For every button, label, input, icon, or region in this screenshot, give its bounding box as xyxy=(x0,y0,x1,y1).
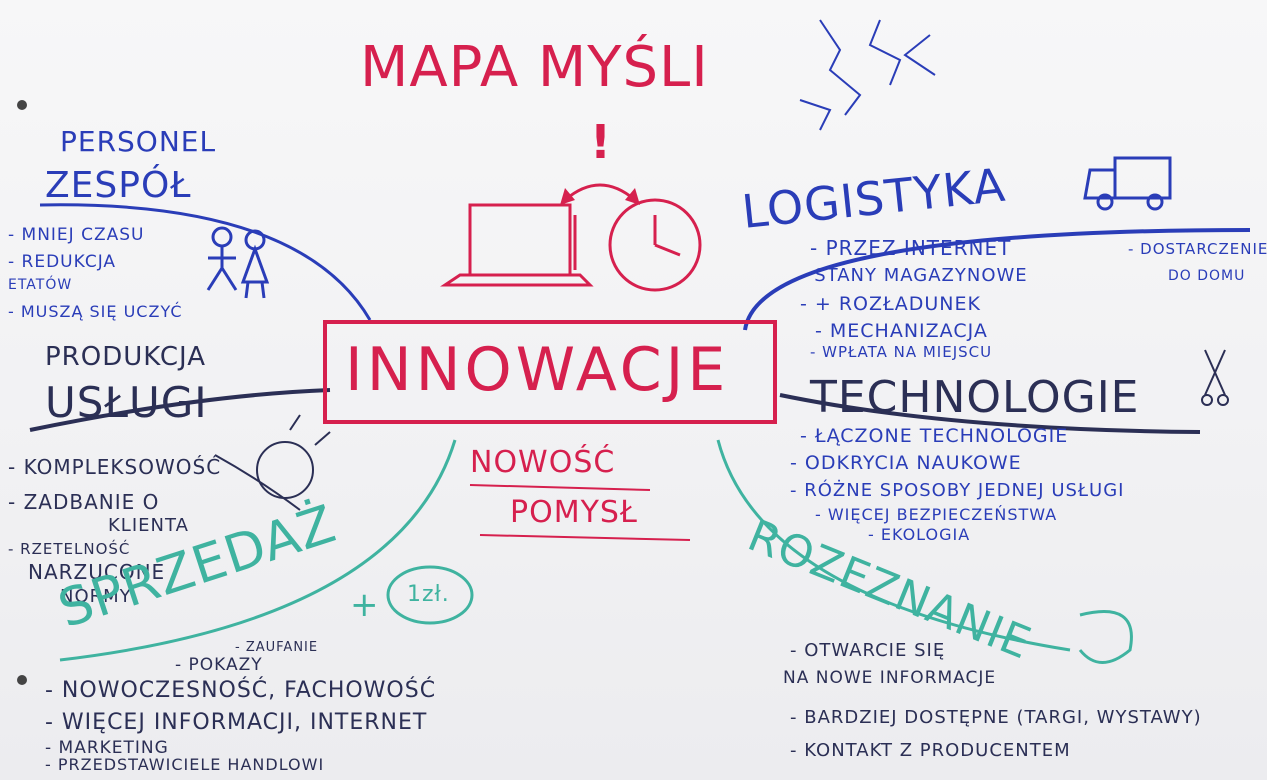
computer-icon xyxy=(440,203,594,287)
produkcja-item: KLIENTA xyxy=(108,515,189,536)
center-sub-pomysl: POMYSŁ xyxy=(510,495,638,530)
produkcja-item: NARZUCONE xyxy=(28,560,166,584)
technologie-item: - ODKRYCIA NAUKOWE xyxy=(790,452,1022,474)
logistyka-item: - MECHANIZACJA xyxy=(815,320,988,342)
technologie-item: - WIĘCEJ BEZPIECZEŃSTWA xyxy=(815,505,1058,524)
center-label: INNOWACJE xyxy=(345,335,730,405)
zespol-title: ZESPÓŁ xyxy=(45,165,192,206)
produkcja-item: NORMY xyxy=(60,586,132,607)
sprzedaz-item: - ZAUFANIE xyxy=(235,640,319,655)
uslugi-title: USŁUGI xyxy=(45,378,208,427)
sprzedaz-item: - PRZEDSTAWICIELE HANDLOWI xyxy=(45,755,325,774)
technologie-item: - RÓŻNE SPOSOBY JEDNEJ USŁUGI xyxy=(790,480,1125,501)
page-title: MAPA MYŚLI xyxy=(360,35,709,100)
center-exclaim: ! xyxy=(590,115,612,169)
clock-icon xyxy=(608,198,702,292)
rozeznanie-item: NA NOWE INFORMACJE xyxy=(783,668,997,688)
handshake-icon xyxy=(214,414,331,511)
swirl-icon xyxy=(1078,610,1133,664)
rozeznanie-item: - KONTAKT Z PRODUCENTEM xyxy=(790,740,1071,761)
personel-title: PERSONEL xyxy=(60,125,217,158)
technologie-item: - EKOLOGIA xyxy=(868,525,971,544)
center-sub-nowosc: NOWOŚĆ xyxy=(470,445,616,480)
produkcja-title: PRODUKCJA xyxy=(45,342,207,372)
technologie-title: TECHNOLOGIE xyxy=(810,372,1140,423)
technologie-item: - ŁĄCZONE TECHNOLOGIE xyxy=(800,425,1069,447)
logistyka-side-item: DO DOMU xyxy=(1168,268,1246,284)
personel-item: - REDUKCJA xyxy=(8,252,117,272)
sprzedaz-item: - MARKETING xyxy=(45,738,169,758)
sprzedaz-plus: + xyxy=(350,585,380,625)
coin-icon xyxy=(386,565,474,625)
sprzedaz-item: - WIĘCEJ INFORMACJI, INTERNET xyxy=(45,710,428,735)
logistyka-side-item: - DOSTARCZENIE xyxy=(1128,240,1267,258)
sprzedaz-item: - NOWOCZESNOŚĆ, FACHOWOŚĆ xyxy=(45,678,437,703)
logistyka-item: - WPŁATA NA MIEJSCU xyxy=(810,343,993,361)
rozeznanie-item: - BARDZIEJ DOSTĘPNE (TARGI, WYSTAWY) xyxy=(790,707,1202,728)
produkcja-item: - ZADBANIE O xyxy=(8,490,160,514)
sprzedaz-item: - POKAZY xyxy=(175,655,263,675)
lightning-doodle xyxy=(799,19,936,131)
truck-icon xyxy=(1083,156,1172,211)
people-icon xyxy=(206,226,270,299)
logistyka-item: - STANY MAGAZYNOWE xyxy=(800,265,1028,286)
produkcja-item: - KOMPLEKSOWOŚĆ xyxy=(8,455,222,479)
personel-item: - MUSZĄ SIĘ UCZYĆ xyxy=(8,302,183,321)
center-box xyxy=(323,320,777,424)
personel-item: ETATÓW xyxy=(8,277,73,293)
produkcja-item: - RZETELNOŚĆ xyxy=(8,540,131,558)
logistyka-item: - + ROZŁADUNEK xyxy=(800,293,981,315)
rozeznanie-item: - OTWARCIE SIĘ xyxy=(790,640,946,661)
personel-item: - MNIEJ CZASU xyxy=(8,225,145,245)
scissors-icon xyxy=(1201,349,1229,406)
coin-label: 1zł. xyxy=(407,582,450,607)
logistyka-item: - PRZEZ INTERNET xyxy=(810,236,1012,260)
